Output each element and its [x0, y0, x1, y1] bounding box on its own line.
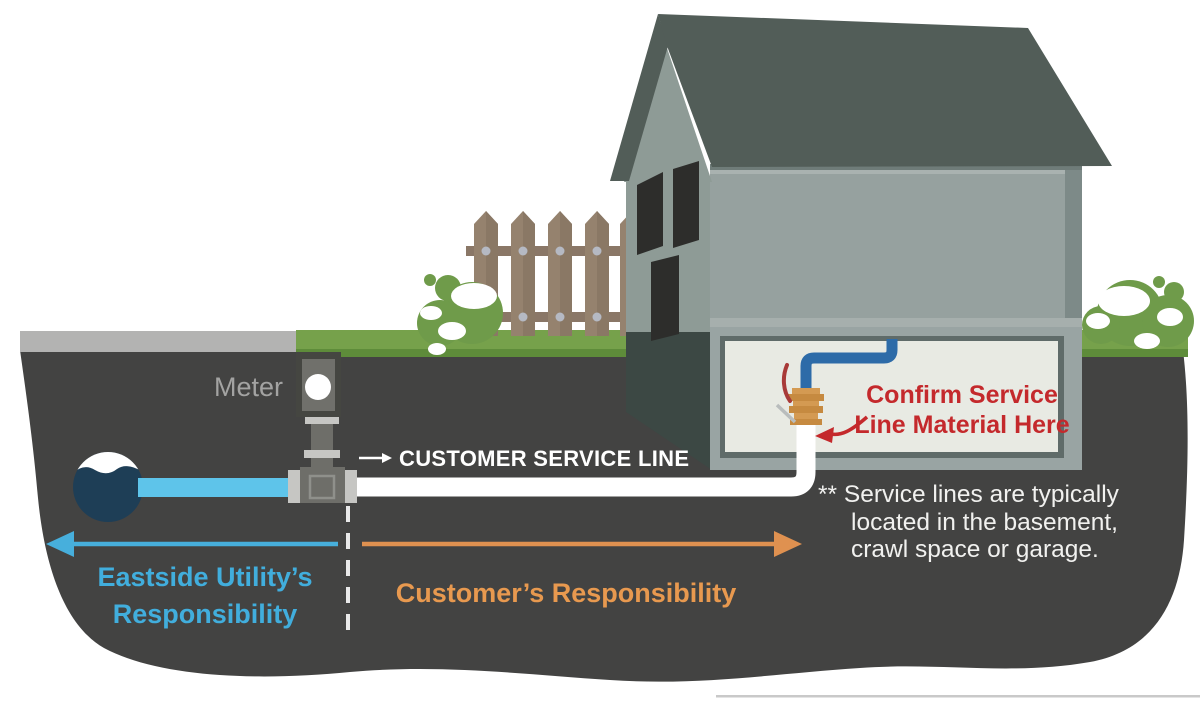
valve-handle — [781, 363, 792, 403]
pipe-tee — [288, 467, 357, 503]
customer-responsibility-arrow-icon — [362, 531, 802, 557]
meter-riser — [304, 416, 340, 468]
eave-shadow — [710, 164, 1082, 170]
valve-lever — [775, 403, 797, 424]
utility-responsibility-line2: Responsibility — [112, 599, 298, 629]
shutoff-valve — [788, 388, 824, 425]
wall-corner-shade — [1065, 170, 1082, 328]
fence — [466, 211, 644, 336]
customer-service-line-label: CUSTOMER SERVICE LINE — [399, 446, 690, 471]
confirm-service-label: Confirm Service Line Material Here — [845, 380, 1079, 440]
window — [637, 172, 663, 255]
gable-peak — [624, 48, 712, 182]
service-line-arrow-icon — [359, 453, 392, 463]
eave-highlight — [710, 170, 1082, 174]
confirm-service-line1: Confirm Service — [866, 381, 1058, 409]
bush-right — [1082, 276, 1194, 349]
basement-cutaway — [710, 327, 1082, 470]
meter-label: Meter — [214, 372, 284, 402]
house — [610, 14, 1112, 470]
utility-responsibility-line1: Eastside Utility’s — [97, 562, 313, 592]
service-line-note: ** Service lines are typically located i… — [818, 481, 1119, 564]
sidewalk — [20, 331, 296, 352]
house-foundation — [626, 331, 712, 470]
water-meter — [296, 352, 341, 417]
note-line2: located in the basement, — [851, 508, 1118, 536]
utility-responsibility-label: Eastside Utility’s Responsibility — [58, 559, 352, 633]
note-line3: crawl space or garage. — [851, 536, 1099, 563]
roof-overhang — [610, 14, 668, 181]
customer-service-pipe — [352, 423, 816, 497]
note-line1: ** Service lines are typically — [818, 481, 1119, 508]
inspect-arrow-icon — [815, 415, 869, 443]
confirm-service-line2: Line Material Here — [854, 411, 1070, 439]
roof — [658, 14, 1112, 167]
windows — [637, 161, 699, 341]
customer-responsibility-label: Customer’s Responsibility — [395, 578, 737, 608]
utility-supply-pipe — [138, 478, 290, 497]
window — [673, 161, 699, 248]
bush-left — [417, 274, 503, 355]
sill-band — [710, 318, 1082, 328]
window — [651, 255, 679, 341]
front-wall — [710, 164, 1082, 332]
page-bottom-rule — [716, 695, 1200, 698]
utility-responsibility-arrow-icon — [46, 531, 338, 557]
interior-supply-pipe — [800, 339, 898, 389]
